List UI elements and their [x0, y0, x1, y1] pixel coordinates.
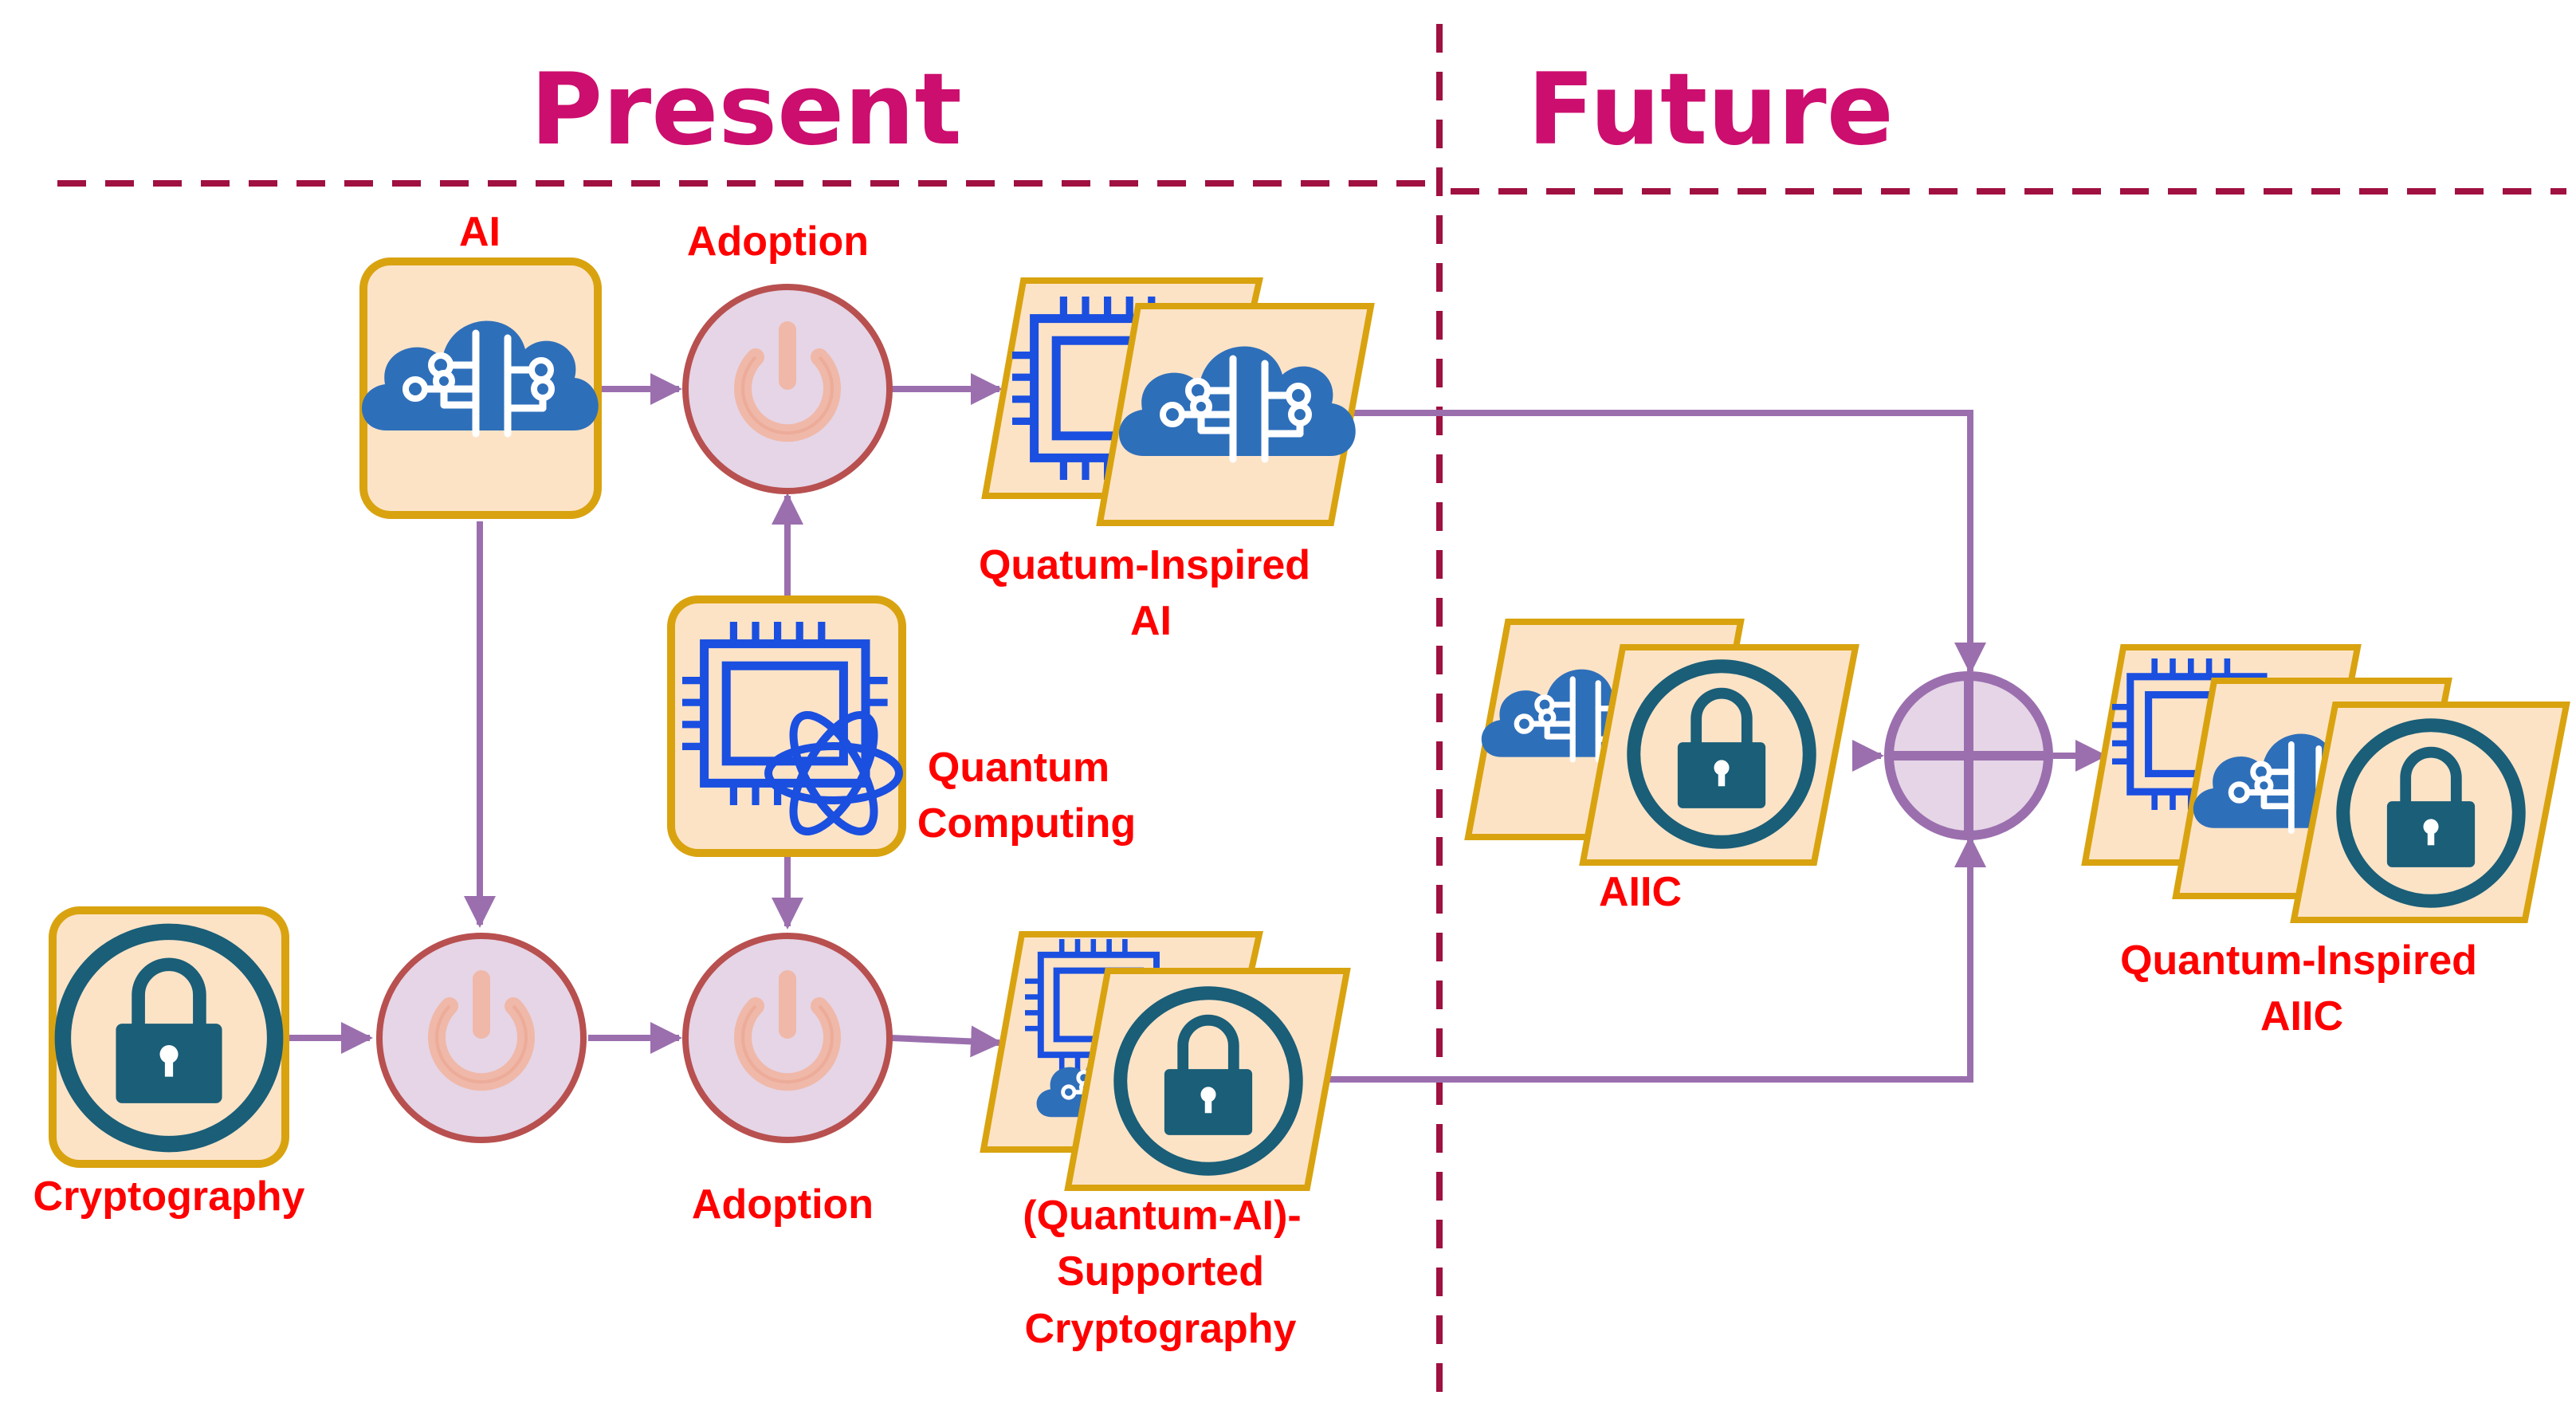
qasc-label-line3: Cryptography	[1025, 1306, 1297, 1352]
quantum-inspired-ai-label-line2: AI	[1130, 598, 1172, 644]
quantum-ai-supported-cryptography-stack	[980, 931, 1351, 1191]
quantum-computing-node	[667, 595, 906, 857]
cryptography-label: Cryptography	[33, 1173, 305, 1220]
quantum-inspired-ai-stack	[981, 277, 1375, 526]
ai-node	[362, 257, 599, 519]
quantum-computing-label-line2: Computing	[917, 800, 1136, 847]
quantum-inspired-ai-label-line1: Quatum-Inspired	[979, 542, 1310, 588]
atom-icon	[764, 710, 903, 836]
arrow-adoption-to-qasc	[890, 1025, 1003, 1058]
arrow-qi-ai-to-combine	[1339, 410, 1986, 674]
qasc-label-line2: Supported	[1057, 1248, 1264, 1295]
quantum-computing-label-line1: Quantum	[928, 745, 1109, 791]
quantum-inspired-aiic-label-line1: Quantum-Inspired	[2120, 937, 2477, 984]
adoption-top-power-icon	[685, 287, 889, 491]
ai-label: AI	[459, 209, 501, 255]
adoption-top-label: Adoption	[687, 218, 869, 265]
arrow-qasc-to-combine	[1323, 835, 1986, 1083]
qasc-label-line1: (Quantum-AI)-	[1023, 1193, 1301, 1239]
adoption-bottom-power-icon	[685, 936, 889, 1140]
aiic-stack	[1464, 619, 1859, 866]
crypto-ai-adoption-power-icon	[379, 936, 583, 1140]
connectors	[289, 373, 2107, 1083]
combine-plus-icon	[1884, 671, 2053, 840]
cryptography-node	[49, 906, 289, 1168]
future-title: Future	[1527, 53, 1894, 167]
quantum-inspired-aiic-label-line2: AIIC	[2260, 993, 2343, 1040]
aiic-label: AIIC	[1599, 869, 1682, 915]
present-title: Present	[530, 53, 962, 167]
quantum-inspired-aiic-stack	[2081, 644, 2570, 923]
adoption-bottom-label: Adoption	[692, 1181, 874, 1228]
